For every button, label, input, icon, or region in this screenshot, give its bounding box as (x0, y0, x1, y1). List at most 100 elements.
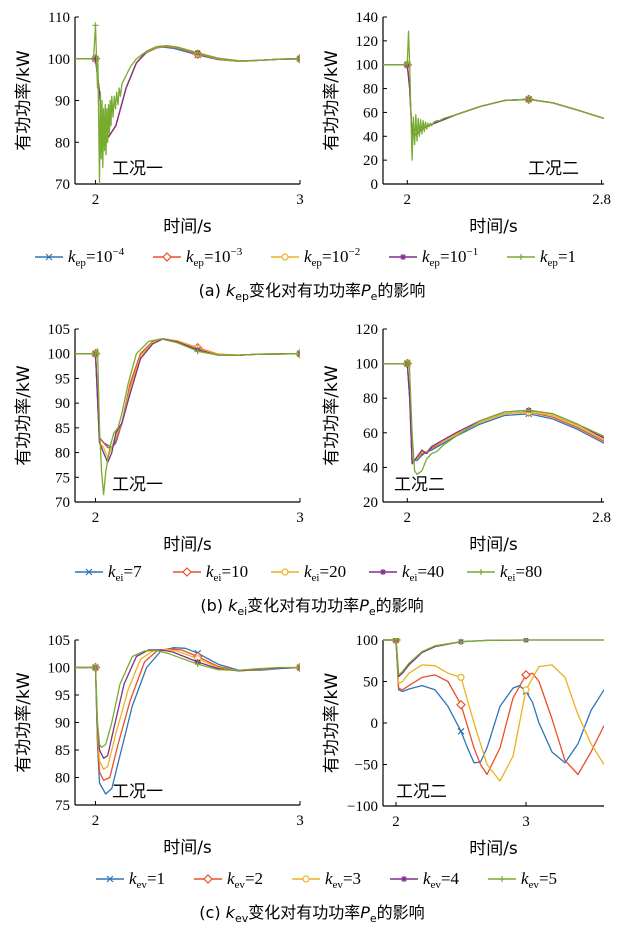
y-tick-label: 110 (48, 10, 70, 26)
series-line-5 (383, 359, 604, 475)
legend-marker (182, 567, 192, 577)
series-group (383, 358, 604, 475)
data-point-marker (92, 350, 99, 357)
legend-item-1: kev=1 (96, 869, 165, 891)
x-tick-label: 2 (392, 814, 400, 830)
series-line-1 (75, 338, 300, 449)
x-tick-label: 2 (92, 510, 100, 526)
series-line-2 (383, 362, 604, 462)
series-line-4 (75, 649, 300, 759)
series-group (75, 338, 300, 496)
condition-annotation: 工况二 (528, 159, 579, 179)
data-point-marker (297, 664, 300, 671)
legend-marker (203, 874, 213, 884)
y-tick-label: 50 (363, 675, 378, 691)
legend-marker (162, 252, 172, 262)
y-tick-label: 100 (356, 633, 379, 649)
y-tick-label: 100 (356, 357, 379, 373)
x-tick-label: 2.8 (592, 192, 611, 208)
legend-label: kep=10−4 (68, 246, 125, 269)
legend-label: kei=7 (108, 562, 142, 584)
x-axis-label: 时间/s (163, 838, 212, 858)
legend-marker (106, 875, 114, 883)
y-tick-label: 20 (363, 153, 378, 169)
y-tick-label: 85 (55, 743, 70, 759)
y-tick-label: 0 (371, 177, 379, 193)
y-tick-label: −50 (355, 758, 378, 774)
legend-item-1: kep=10−4 (35, 246, 125, 269)
data-point-marker (393, 638, 399, 643)
x-tick-label: 2 (404, 192, 412, 208)
y-tick-label: 40 (363, 460, 378, 476)
y-tick-label: 140 (356, 10, 379, 26)
x-axis-label: 时间/s (469, 217, 518, 237)
legend-label: kep=10−3 (186, 246, 243, 269)
legend-item-4: kep=10−1 (389, 246, 478, 269)
data-point-marker (525, 96, 532, 103)
legend-marker (281, 253, 289, 261)
y-tick-label: −100 (347, 799, 378, 815)
y-tick-label: 80 (55, 135, 70, 151)
series-line-3 (75, 338, 300, 459)
legend-item-4: kei=40 (369, 562, 444, 584)
y-tick-label: 20 (363, 495, 378, 511)
data-point-marker (404, 360, 411, 367)
y-tick-label: 90 (55, 396, 70, 412)
legend-item-3: kep=10−2 (271, 246, 360, 269)
data-point-marker (457, 673, 465, 681)
legend-marker (401, 876, 407, 882)
y-tick-label: 90 (55, 716, 70, 732)
x-axis-label: 时间/s (163, 535, 212, 555)
x-tick-label: 3 (296, 510, 304, 526)
y-tick-label: 80 (55, 771, 70, 787)
legend-item-5: kev=5 (488, 869, 557, 891)
data-point-marker (92, 22, 99, 29)
series-line-1 (383, 639, 604, 764)
data-point-marker (194, 661, 201, 668)
legend-item-5: kep=1 (507, 247, 576, 269)
y-tick-label: 120 (356, 322, 379, 338)
data-point-marker (297, 350, 300, 357)
data-point-marker (404, 60, 411, 67)
series-line-3 (383, 639, 604, 782)
data-point-marker (523, 638, 529, 643)
condition-annotation: 工况一 (112, 782, 163, 802)
caption-a: (a) kep变化对有功功率Pe的影响 (199, 281, 426, 303)
y-axis-label: 有功功率/kW (14, 672, 34, 773)
legend-label: kep=10−1 (422, 246, 478, 269)
legend-item-1: kei=7 (75, 562, 142, 584)
x-tick-label: 2 (92, 813, 100, 829)
series-group (75, 647, 300, 795)
caption-c: (c) kev变化对有功功率Pe的影响 (199, 903, 424, 925)
y-axis-label: 有功功率/kW (14, 365, 34, 466)
condition-annotation: 工况一 (112, 159, 163, 179)
y-tick-label: 90 (55, 94, 70, 110)
legend-item-3: kev=3 (292, 869, 361, 891)
y-tick-label: 105 (48, 633, 71, 649)
legend-marker (518, 254, 524, 260)
legend-marker (45, 253, 53, 261)
series-line-2 (75, 338, 300, 449)
data-point-marker (297, 55, 300, 62)
y-axis-label: 有功功率/kW (322, 50, 342, 151)
series-group (383, 638, 604, 782)
series-line-2 (383, 639, 604, 776)
legend-label: kep=10−2 (304, 246, 360, 269)
data-point-marker (194, 49, 201, 56)
x-tick-label: 3 (296, 192, 304, 208)
y-tick-label: 0 (371, 716, 379, 732)
y-axis-label: 有功功率/kW (14, 50, 34, 151)
legend-marker (85, 568, 93, 576)
y-tick-label: 70 (55, 495, 70, 511)
y-tick-label: 95 (55, 688, 70, 704)
condition-annotation: 工况一 (112, 475, 163, 495)
y-tick-label: 60 (363, 426, 378, 442)
legend-item-2: kev=2 (194, 869, 263, 891)
y-tick-label: 100 (48, 52, 71, 68)
legend-label: kei=80 (500, 562, 542, 584)
